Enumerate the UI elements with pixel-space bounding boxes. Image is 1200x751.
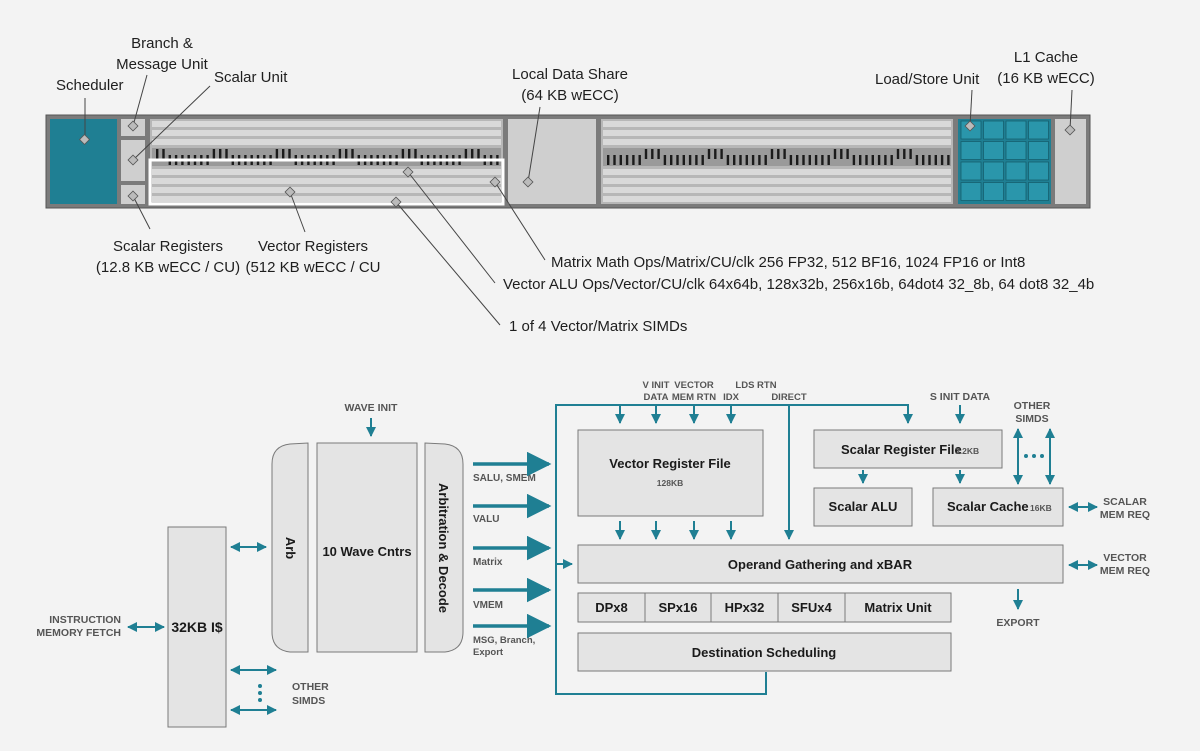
lds-block [508, 119, 596, 204]
wave-counters-box [316, 442, 418, 653]
other-simds-top-line1: OTHER [1014, 400, 1051, 412]
instr-fetch-label-line2: MEMORY FETCH [36, 627, 121, 639]
ellipsis-dots [258, 454, 1044, 702]
scalar-cache-label: Scalar Cache [947, 499, 1029, 514]
leader-markers [78, 120, 1076, 208]
sinit-data-label: S INIT DATA [930, 391, 991, 403]
wave-counters-label: 10 Wave Cntrs [322, 544, 411, 559]
operand-gathering-label: Operand Gathering and xBAR [728, 557, 913, 572]
unit-label-dpx8: DPx8 [595, 600, 628, 615]
matrix-label: Matrix [473, 557, 503, 568]
scheduler-block [50, 119, 117, 204]
scalar-unit-label: Scalar Unit [214, 69, 288, 86]
other-simds-bottom-line2: SIMDS [292, 695, 325, 707]
vector-registers-label-line2: (512 KB wECC / CU [245, 259, 380, 276]
vrf-label: Vector Register File [609, 456, 730, 471]
scalar-cache-box [932, 487, 1064, 527]
vector-registers-label-line1: Vector Registers [258, 238, 368, 255]
direct-label: DIRECT [771, 392, 807, 403]
unit-label-sfux4: SFUx4 [791, 600, 832, 615]
lds-label-line2: (64 KB wECC) [521, 87, 619, 104]
srf-size-label: 3.2KB [955, 446, 979, 456]
vector-mem-req-line1: VECTOR [1103, 552, 1147, 564]
operand-gathering-box [577, 544, 1064, 584]
icache-label: 32KB I$ [171, 619, 223, 635]
matrix-ops-label: Matrix Math Ops/Matrix/CU/clk 256 FP32, … [551, 254, 1025, 271]
arb-label: Arb [283, 537, 298, 559]
branch-unit-label-line2: Message Unit [116, 56, 209, 73]
scalar-register-file-box [813, 429, 1003, 469]
simd-highlight [148, 158, 505, 206]
execution-units: DPx8 SPx16 HPx32 SFUx4 Matrix Unit [577, 592, 952, 623]
wave-init-label: WAVE INIT [345, 402, 398, 414]
arbitration-decode-box [424, 442, 464, 653]
srf-label: Scalar Register File [841, 442, 962, 457]
salu-smem-label: SALU, SMEM [473, 473, 536, 484]
vector-ops-label: Vector ALU Ops/Vector/CU/clk 64x64b, 128… [503, 276, 1094, 293]
arbitration-decode-label: Arbitration & Decode [436, 483, 451, 613]
unit-box-dpx8 [577, 592, 646, 623]
unit-label-matrix-unit: Matrix Unit [864, 600, 932, 615]
valu-label: VALU [473, 514, 499, 525]
scalar-registers-label-line2: (12.8 KB wECC / CU) [96, 259, 240, 276]
data-flow-arrows [127, 404, 1098, 715]
load-store-unit-block [958, 119, 1051, 204]
unit-box-matrix-unit [844, 592, 952, 623]
unit-label-hpx32: HPx32 [725, 600, 765, 615]
scalar-mem-req-line2: MEM REQ [1100, 509, 1150, 521]
destination-scheduling-box [577, 632, 952, 672]
vecmem-rtn-label-line2: MEM RTN [672, 392, 716, 403]
scalar-registers-label-line1: Scalar Registers [113, 238, 223, 255]
simd-label: 1 of 4 Vector/Matrix SIMDs [509, 318, 687, 335]
unit-box-spx16 [644, 592, 712, 623]
other-simds-bottom-line1: OTHER [292, 681, 329, 693]
cu-floorplan [45, 114, 1091, 209]
scalar-alu-box [813, 487, 913, 527]
vrf-size-label: 128KB [657, 478, 683, 488]
simd-block-diagram: 32KB I$ INSTRUCTION MEMORY FETCH Arb 10 … [36, 380, 1150, 728]
vmem-label: VMEM [473, 600, 503, 611]
vector-register-file-box [577, 429, 764, 517]
scalar-mem-req-line1: SCALAR [1103, 496, 1147, 508]
idx-label: IDX [723, 392, 740, 403]
simd-group-right [601, 119, 953, 204]
leader-lines [84, 74, 1073, 326]
other-simds-top-line2: SIMDS [1015, 413, 1048, 425]
vinit-label-line1: V INIT [643, 380, 670, 391]
l1-cache-label-line2: (16 KB wECC) [997, 70, 1095, 87]
lds-label-line1: Local Data Share [512, 66, 628, 83]
icache-box [167, 526, 227, 728]
load-store-label: Load/Store Unit [875, 71, 980, 88]
msg-branch-label-line2: Export [473, 647, 504, 658]
msg-branch-label-line1: MSG, Branch, [473, 635, 535, 646]
vector-mem-req-line2: MEM REQ [1100, 565, 1150, 577]
vecmem-rtn-label-line1: VECTOR [674, 380, 714, 391]
lds-rtn-label: LDS RTN [735, 380, 776, 391]
instr-fetch-label-line1: INSTRUCTION [49, 614, 121, 626]
arb-box [271, 442, 309, 653]
scalar-cache-size-label: 16KB [1030, 503, 1052, 513]
scalar-alu-label: Scalar ALU [829, 499, 898, 514]
unit-box-sfux4 [777, 592, 846, 623]
vinit-label-line2: DATA [644, 392, 669, 403]
l1-cache-label-line1: L1 Cache [1014, 49, 1078, 66]
scheduler-label: Scheduler [56, 77, 124, 94]
branch-unit-label-line1: Branch & [131, 35, 193, 52]
destination-scheduling-label: Destination Scheduling [692, 645, 837, 660]
unit-label-spx16: SPx16 [658, 600, 697, 615]
export-label: EXPORT [996, 617, 1040, 629]
